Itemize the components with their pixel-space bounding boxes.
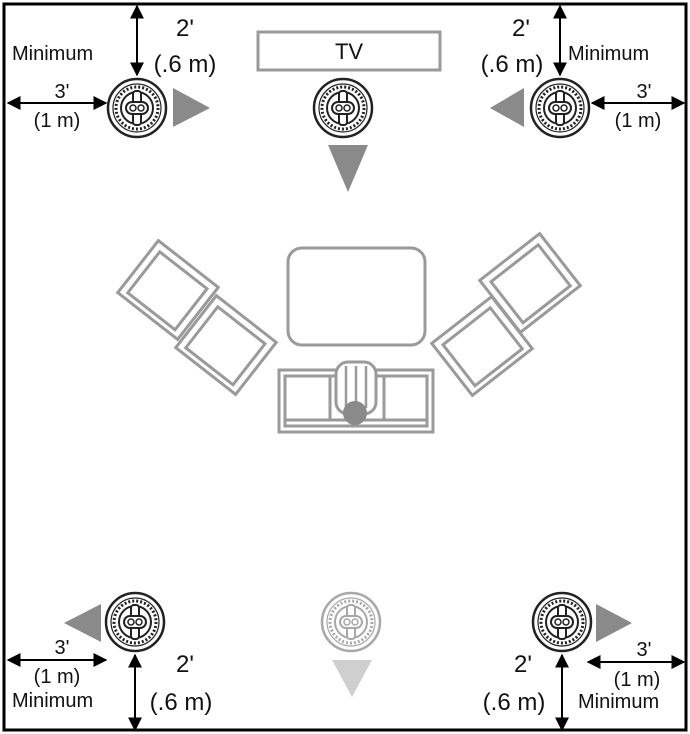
tv: TV xyxy=(256,30,442,72)
front-left-horizontal-metric-label: (1 m) xyxy=(34,110,81,132)
front-right-horizontal-label: 3' xyxy=(637,81,652,103)
rear-left-horizontal-label: 3' xyxy=(55,637,70,659)
front-left-speaker-icon xyxy=(106,77,168,139)
rear-right-speaker-icon xyxy=(531,591,593,653)
rear-left-vertical-metric-label: (.6 m) xyxy=(150,689,213,716)
front-left-vertical-label: 2' xyxy=(176,15,194,42)
front-right-minimum-label: Minimum xyxy=(568,43,649,65)
tv-label: TV xyxy=(335,39,363,64)
rear-right-direction-arrow-icon xyxy=(596,604,632,642)
front-right-horizontal-metric-label: (1 m) xyxy=(615,110,662,132)
rear-left-minimum-label: Minimum xyxy=(12,690,93,712)
rear-center-direction-arrow-icon xyxy=(332,660,372,697)
rear-left-horizontal-metric-label: (1 m) xyxy=(34,666,81,688)
rear-right-vertical-label: 2' xyxy=(514,651,532,678)
table-icon xyxy=(286,246,427,347)
front-left-direction-arrow-icon xyxy=(173,88,210,127)
rear-center-speaker-icon xyxy=(320,591,382,653)
center-direction-arrow-icon xyxy=(328,145,368,192)
rear-left-vertical-label: 2' xyxy=(176,651,194,678)
rear-right-horizontal-metric-label: (1 m) xyxy=(614,669,661,691)
front-left-minimum-label: Minimum xyxy=(12,43,93,65)
center-speaker-icon xyxy=(312,77,374,139)
front-left-vertical-metric-label: (.6 m) xyxy=(154,51,217,78)
front-right-speaker-icon xyxy=(529,77,591,139)
rear-right-horizontal-label: 3' xyxy=(637,639,652,661)
rear-right-minimum-label: Minimum xyxy=(578,691,659,713)
person-icon xyxy=(334,360,378,425)
front-right-vertical-metric-label: (.6 m) xyxy=(481,51,544,78)
front-right-vertical-label: 2' xyxy=(512,15,530,42)
rear-left-direction-arrow-icon xyxy=(64,604,101,642)
front-left-horizontal-label: 3' xyxy=(55,81,70,103)
rear-left-speaker-icon xyxy=(104,591,166,653)
front-right-direction-arrow-icon xyxy=(490,88,524,127)
rear-right-vertical-metric-label: (.6 m) xyxy=(483,689,546,716)
